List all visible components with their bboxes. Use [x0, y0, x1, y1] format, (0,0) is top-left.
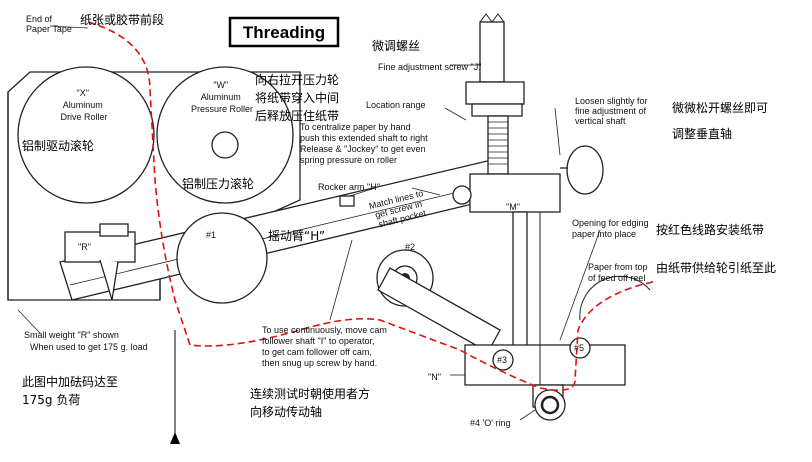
n-label: "N" — [428, 372, 441, 382]
cn-pull-roller: 向右拉开压力轮 将纸带穿入中间 后释放压住纸带 — [255, 72, 343, 123]
opening-label: Opening for edging paper into place — [572, 218, 651, 239]
block-n — [464, 337, 626, 386]
lower-arm — [377, 267, 501, 353]
spring — [487, 115, 509, 175]
use-continuously-label: To use continuously, move cam follower s… — [262, 325, 389, 368]
cn-weight: 此图中加砝码达至 175g 负荷 — [22, 374, 122, 407]
o-ring-label: #4 'O' ring — [470, 418, 510, 428]
tape-end-arrow — [170, 330, 180, 444]
vertical-shaft — [452, 13, 604, 353]
cn-red-line: 按红色线路安装纸带 — [656, 222, 764, 237]
drive-roller-x — [17, 66, 155, 204]
small-weight-label: Small weight "R" shown When used to get … — [24, 330, 148, 352]
roller-1 — [176, 212, 268, 304]
cn-pressure-roller: 铝制压力滚轮 — [182, 176, 254, 191]
feed-reel — [579, 275, 651, 321]
block-m — [469, 173, 561, 213]
o-ring-4 — [532, 384, 566, 421]
drive-roller-label: "X" Aluminum Drive Roller — [60, 88, 107, 122]
tape-path — [87, 21, 656, 391]
cn-fine-screw: 微调螺丝 — [372, 39, 420, 53]
rocker-screw — [339, 195, 355, 207]
cn-rocker: 摇动臂“H” — [268, 229, 325, 243]
r-label: "R" — [78, 242, 91, 252]
end-of-tape-label: End of Paper Tape — [26, 14, 72, 34]
fine-screw-label: Fine adjustment screw "J" — [378, 62, 481, 72]
roller-5-label: #5 — [574, 343, 584, 353]
weight-r — [64, 223, 136, 301]
location-range-label: Location range — [366, 100, 426, 110]
cn-tape-end: 纸张或胶带前段 — [80, 12, 164, 27]
centralize-label: To centralize paper by hand push this ex… — [300, 122, 430, 165]
lock-knob — [566, 145, 604, 195]
pressure-roller-w — [156, 66, 294, 204]
m-label: "M" — [506, 202, 520, 212]
diagram-title: Threading — [243, 23, 325, 42]
cn-drive-roller: 铝制驱动滚轮 — [22, 138, 94, 153]
roller-1-label: #1 — [206, 230, 216, 240]
rocker-arm-label: Rocker arm "H" — [318, 182, 380, 192]
shaft-top — [479, 21, 505, 83]
paper-from-top-label: Paper from top of feed off reel — [588, 262, 650, 283]
loosen-label: Loosen slightly for fine adjustment of v… — [575, 96, 650, 126]
roller-3-label: #3 — [497, 355, 507, 365]
cn-loosen: 微微松开螺丝即可 调整垂直轴 — [672, 101, 772, 141]
cn-feed: 由纸带供给轮引纸至此 — [656, 261, 776, 275]
leader-lines — [17, 25, 601, 421]
cam-2-label: #2 — [405, 242, 415, 252]
cn-continuous: 连续测试时朝使用者方 向移动传动轴 — [250, 386, 374, 419]
lower-shaft — [512, 211, 528, 353]
title-box: Threading — [228, 16, 340, 48]
pressure-roller-label: "W" Aluminum Pressure Roller — [191, 80, 253, 114]
pressure-roller-hub — [211, 131, 239, 159]
